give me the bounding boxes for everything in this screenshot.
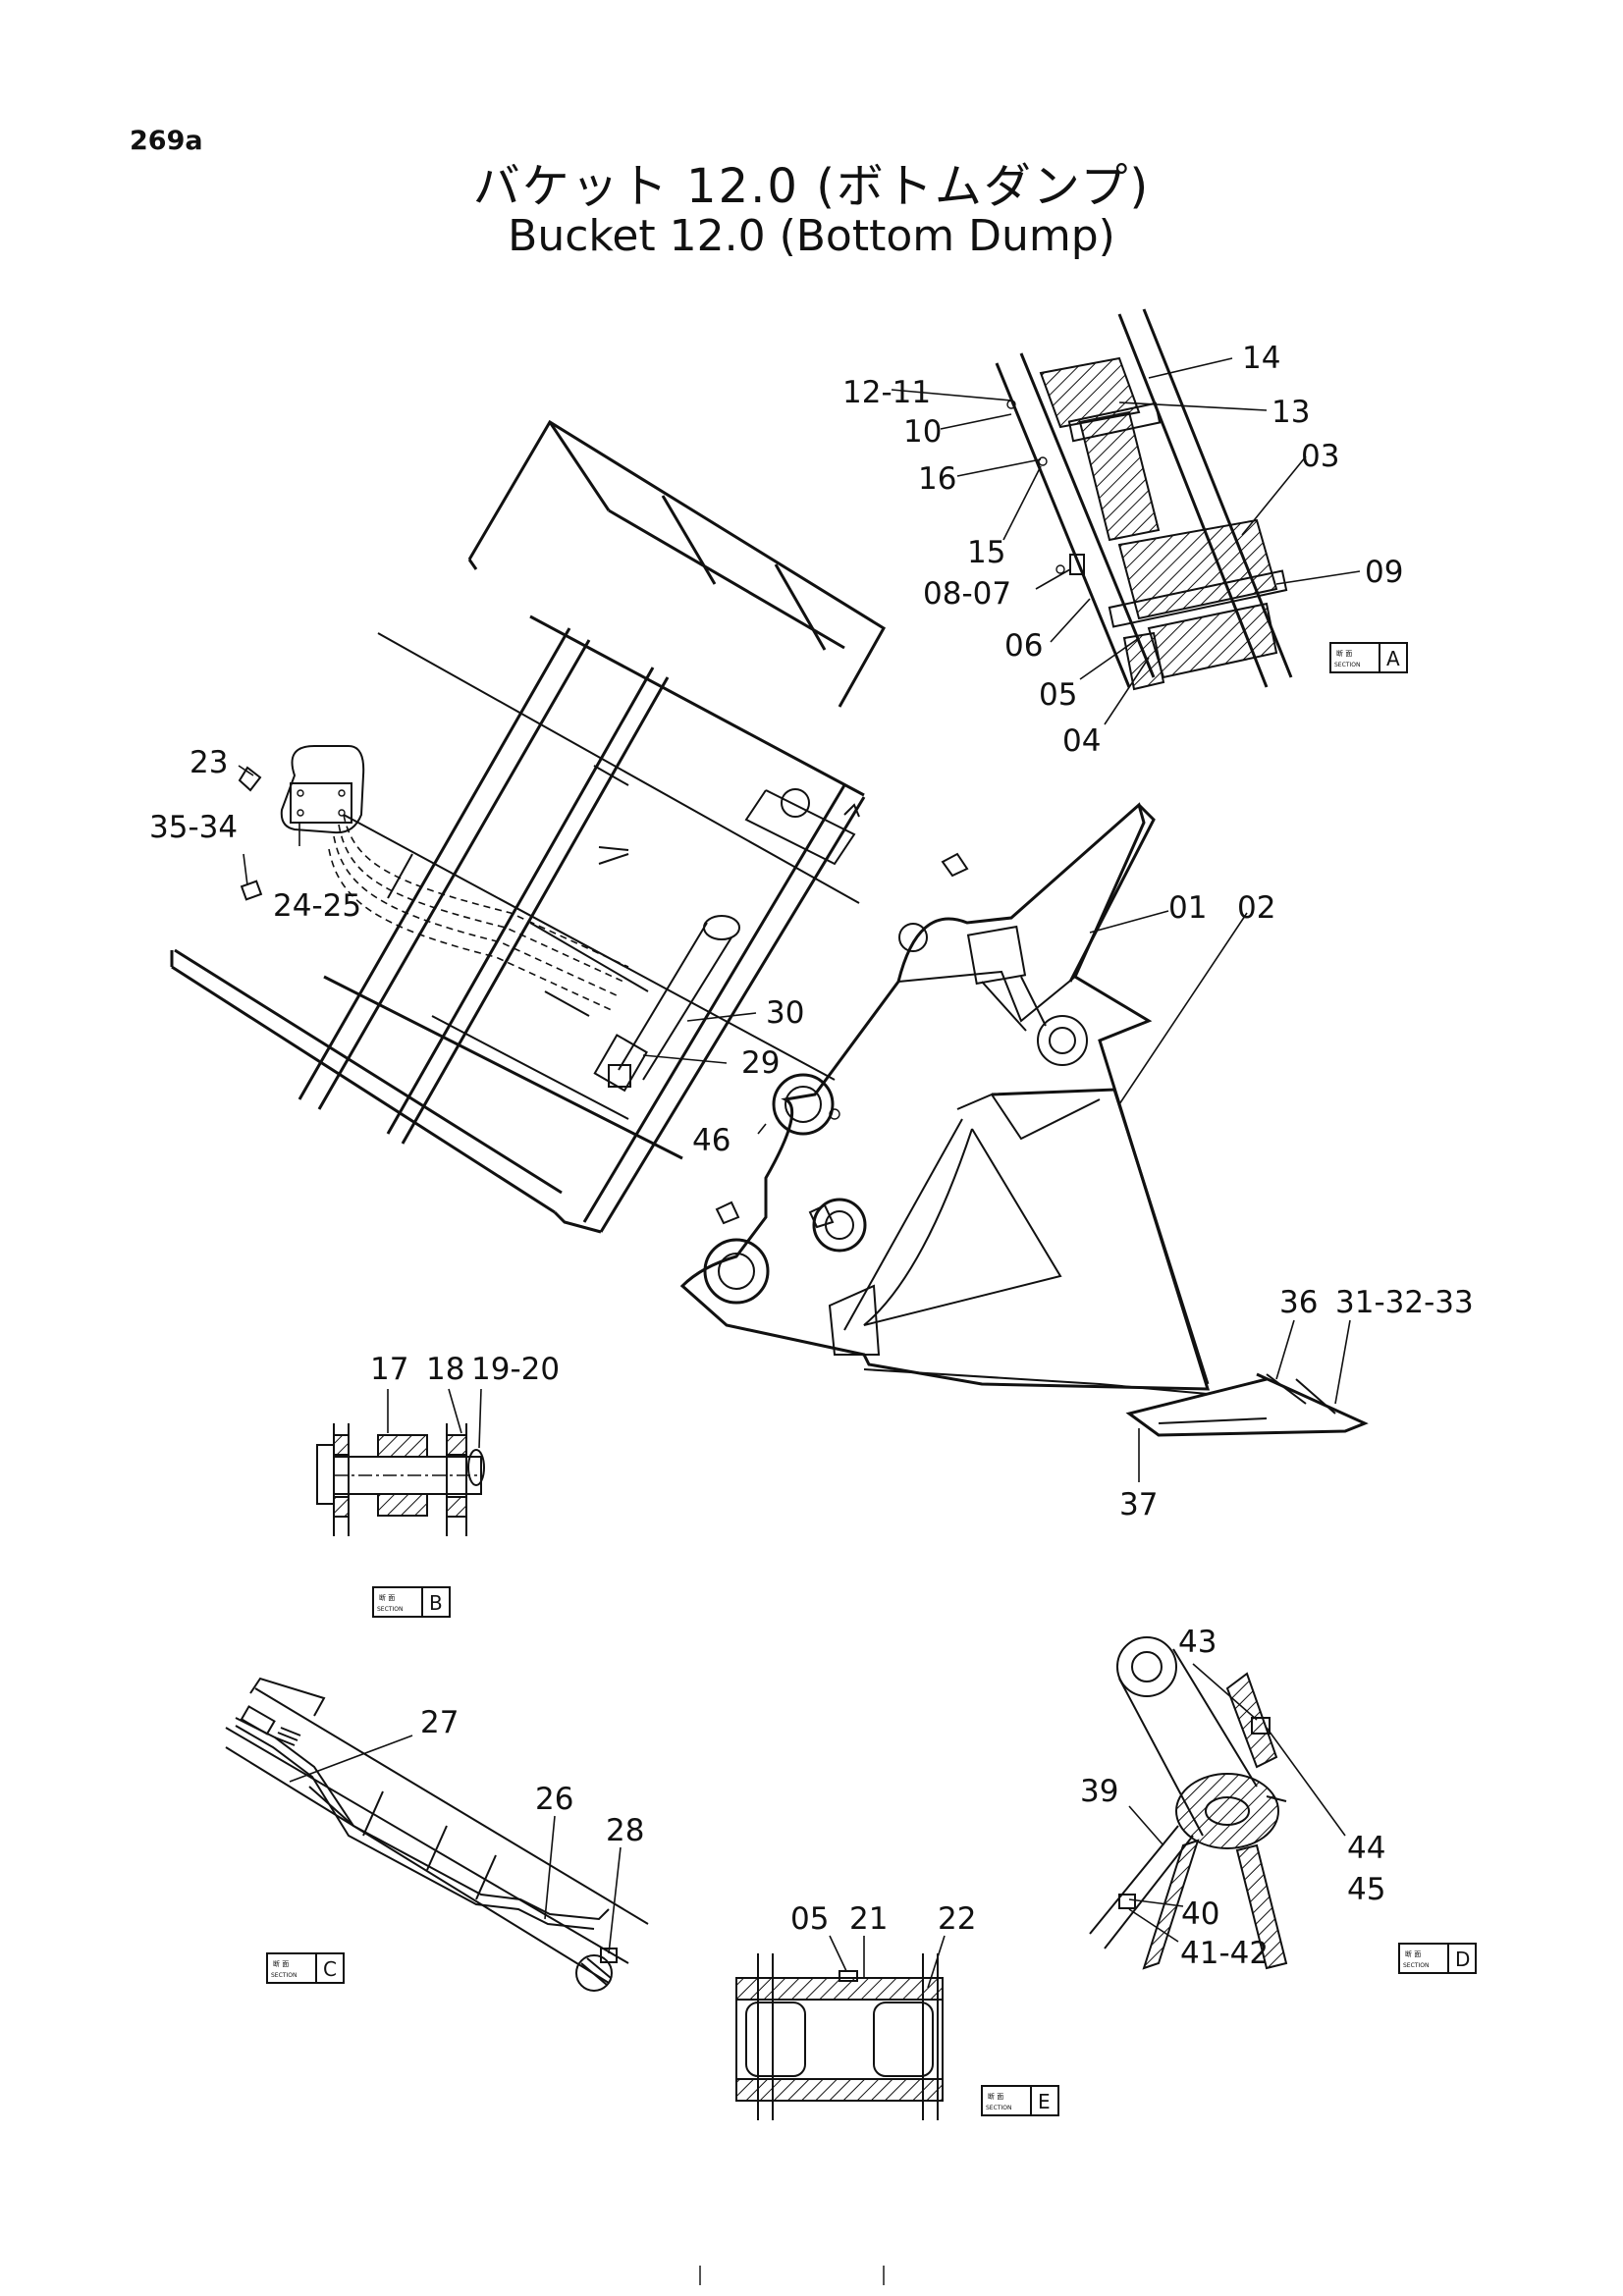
page-number: 269a	[130, 126, 203, 156]
section-letter: B	[429, 1591, 443, 1615]
callout-08-07: 08-07	[923, 576, 1011, 612]
callout-03: 03	[1301, 439, 1339, 474]
section-b-detail	[316, 1423, 485, 1536]
callout-16: 16	[918, 461, 956, 497]
callout-22: 22	[938, 1901, 976, 1937]
section-tag-en: SECTION	[1403, 1962, 1429, 1969]
callout-09: 09	[1365, 555, 1403, 590]
callout-26: 26	[535, 1782, 573, 1817]
section-c-detail	[225, 1677, 649, 1992]
callout-10: 10	[903, 414, 942, 450]
callout-27: 27	[420, 1705, 459, 1740]
section-letter: E	[1038, 2090, 1051, 2113]
callout-17: 17	[370, 1352, 408, 1387]
callout-39: 39	[1080, 1774, 1118, 1809]
section-e-detail	[735, 1953, 944, 2120]
callout-02: 02	[1237, 890, 1275, 926]
callout-14: 14	[1242, 341, 1280, 376]
callout-35-34: 35-34	[149, 810, 238, 845]
callout-labels: 12-11 14 10 13 16 03 15 08-07 09 06 05 0…	[149, 341, 1474, 1971]
section-letter: D	[1455, 1948, 1470, 1971]
callout-01: 01	[1168, 890, 1207, 926]
section-letter: A	[1386, 647, 1400, 670]
callout-19-20: 19-20	[471, 1352, 560, 1387]
section-a-detail	[995, 308, 1293, 691]
callout-23: 23	[189, 745, 228, 780]
section-tag-b: 断 面 SECTION B	[372, 1586, 451, 1618]
section-letter: C	[323, 1957, 337, 1981]
callout-21: 21	[849, 1901, 888, 1937]
callout-28: 28	[606, 1813, 644, 1848]
section-tag-en: SECTION	[986, 2105, 1011, 2111]
callout-36: 36	[1279, 1285, 1318, 1320]
callout-37: 37	[1119, 1487, 1158, 1522]
title-english: Bucket 12.0 (Bottom Dump)	[508, 211, 1115, 261]
callout-29: 29	[741, 1045, 780, 1081]
section-tag-c: 断 面 SECTION C	[266, 1952, 345, 1984]
title-japanese: バケット 12.0 (ボトムダンプ)	[472, 159, 1151, 214]
callout-43: 43	[1178, 1625, 1217, 1660]
callout-40: 40	[1181, 1896, 1219, 1932]
callout-15: 15	[967, 535, 1005, 570]
callout-05-a: 05	[1039, 677, 1077, 713]
section-tag-jp: 断 面	[1336, 649, 1352, 658]
callout-41-42: 41-42	[1180, 1936, 1269, 1971]
callout-30: 30	[766, 995, 804, 1031]
section-tag-jp: 断 面	[379, 1593, 395, 1602]
section-tag-en: SECTION	[377, 1606, 403, 1613]
callout-04: 04	[1062, 723, 1101, 759]
callout-31-32-33: 31-32-33	[1335, 1285, 1474, 1320]
page-footer-marks	[0, 2258, 1623, 2287]
section-tag-a: 断 面 SECTION A	[1329, 642, 1408, 673]
section-tag-e: 断 面 SECTION E	[981, 2085, 1059, 2116]
callout-06: 06	[1004, 628, 1043, 664]
bucket-side-view	[679, 802, 1369, 1437]
section-tag-en: SECTION	[271, 1972, 297, 1979]
callout-46: 46	[692, 1123, 730, 1158]
section-tag-d: 断 面 SECTION D	[1398, 1943, 1477, 1974]
bucket-frame-view	[170, 419, 887, 1234]
leader-lines	[238, 357, 1361, 1989]
callout-44: 44	[1347, 1831, 1385, 1866]
callout-05-e: 05	[790, 1901, 829, 1937]
section-tag-jp: 断 面	[273, 1959, 289, 1968]
callout-18: 18	[426, 1352, 464, 1387]
section-tag-en: SECTION	[1334, 662, 1360, 668]
callout-12-11: 12-11	[842, 375, 931, 410]
callout-45: 45	[1347, 1872, 1385, 1907]
callout-13: 13	[1271, 395, 1310, 430]
section-tag-jp: 断 面	[1405, 1949, 1421, 1958]
callout-24-25: 24-25	[273, 888, 361, 924]
section-tag-jp: 断 面	[988, 2092, 1003, 2101]
